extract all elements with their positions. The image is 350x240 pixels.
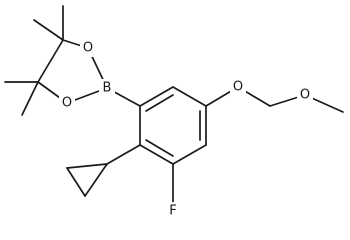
bond-ar1-ar2-inner — [145, 94, 174, 112]
bond-ar6-cyclopropyl — [106, 144, 141, 165]
bond-cp1-cp2 — [66, 163, 108, 169]
bond-ar5-ar6-inner — [145, 139, 174, 157]
pinacol-boronate-group — [4, 5, 108, 116]
atom-labels: O B O O O F — [59, 39, 313, 220]
atom-oxygen-ring-upper: O — [83, 41, 93, 56]
bond-ar2-ar3 — [172, 86, 207, 107]
methoxymethoxy-chain — [205, 86, 344, 113]
bond-ar1-ar2 — [139, 86, 174, 107]
atom-oxygen-methoxy: O — [300, 88, 310, 103]
atom-oxygen-ether: O — [233, 80, 243, 95]
molecule-structure-diagram: O B O O O F — [4, 5, 344, 220]
bond-cp2-cp3 — [66, 167, 86, 197]
bond-ar5-ar6 — [139, 144, 174, 165]
bond-c1-methyl-left — [33, 19, 64, 41]
bond-ar4-ar5 — [172, 144, 207, 165]
bond-c2-methyl-bottom — [21, 81, 39, 116]
atom-boron: B — [103, 81, 112, 96]
bond-cp3-cp1 — [84, 163, 108, 197]
atom-oxygen-ring-lower: O — [62, 96, 72, 111]
structure-canvas: O B O O O F — [4, 5, 344, 220]
atom-fluorine: F — [169, 204, 176, 219]
cyclopropyl-group — [66, 144, 141, 197]
benzene-ring — [106, 86, 207, 165]
bond-c2-c1 — [37, 39, 64, 83]
